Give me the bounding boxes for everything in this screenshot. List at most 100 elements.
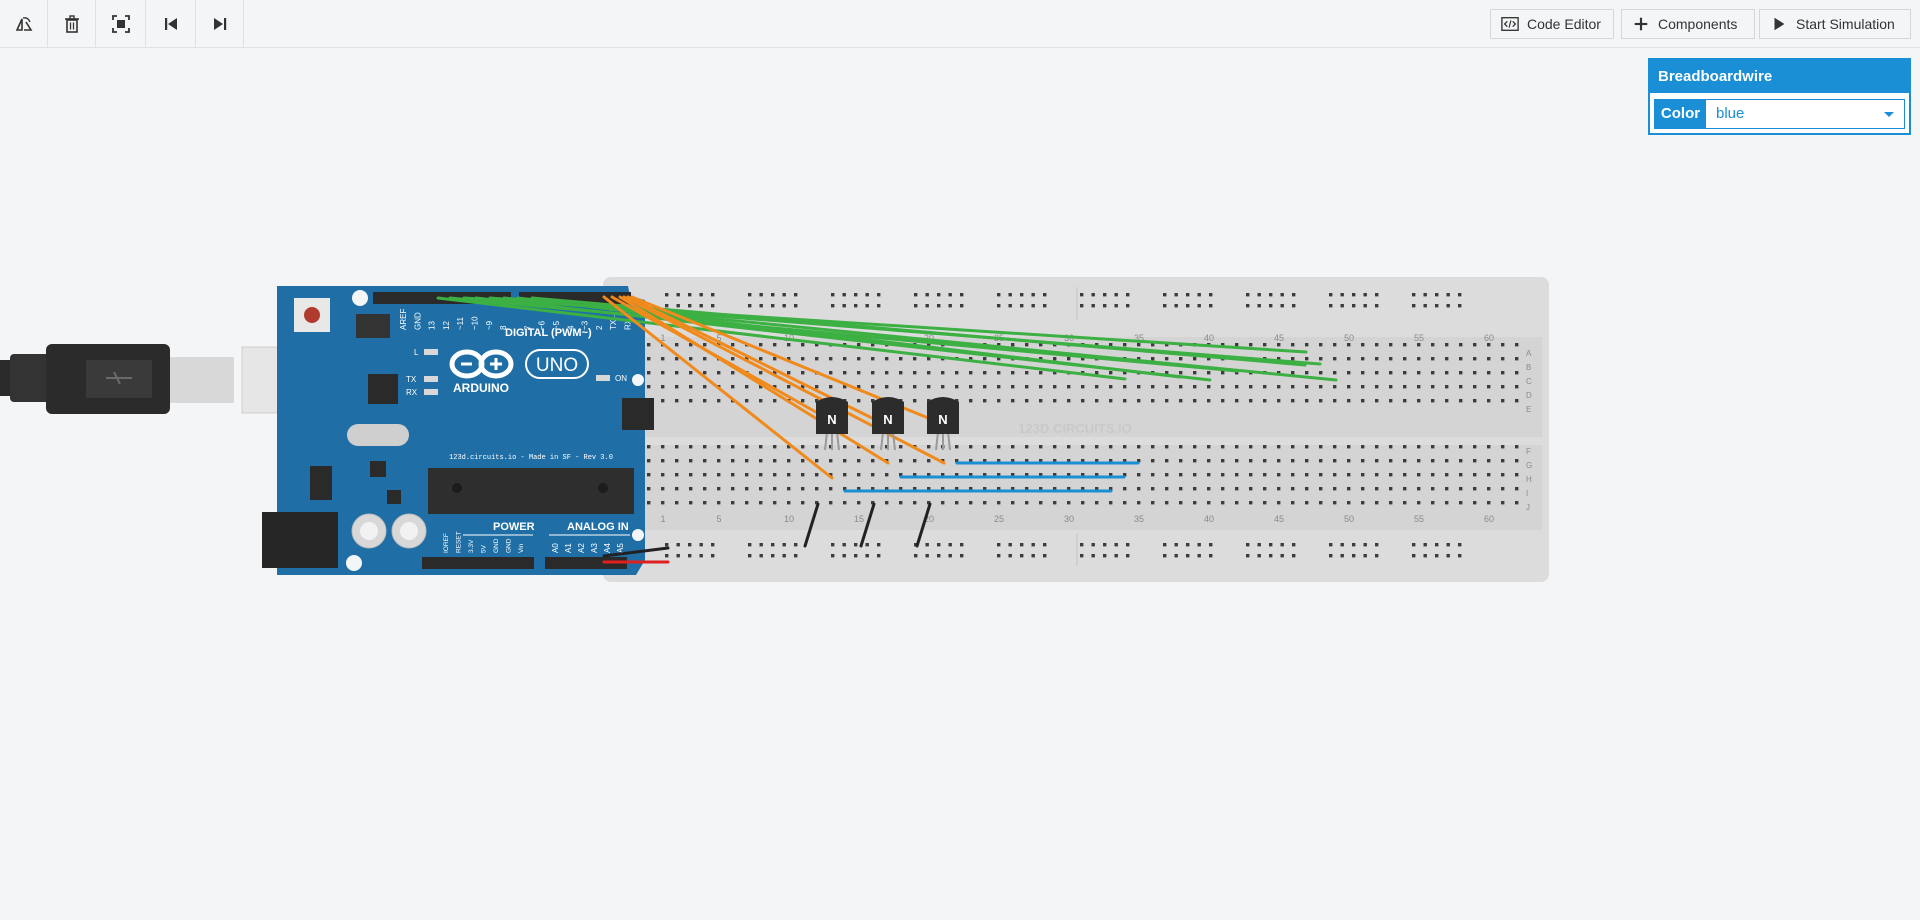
transistor-label: N xyxy=(938,412,947,427)
analog-pin-label: A1 xyxy=(564,543,573,553)
skip-back-icon xyxy=(164,18,177,30)
components-button[interactable]: Components xyxy=(1621,9,1755,39)
analog-pin-label: A0 xyxy=(551,543,560,553)
digital-pin-label: ~6 xyxy=(538,320,547,330)
column-number-top-20: 20 xyxy=(924,333,934,343)
digital-pin-label: ~3 xyxy=(581,320,590,330)
led-rx-label: RX xyxy=(406,388,418,397)
digital-pin-label: GND xyxy=(413,312,422,330)
row-letter-A: A xyxy=(1526,349,1532,358)
breadboard-wire[interactable] xyxy=(915,502,932,548)
column-number-bottom-15: 15 xyxy=(854,514,864,524)
components-label: Components xyxy=(1658,16,1738,32)
code-editor-icon xyxy=(1501,17,1519,31)
column-number-bottom-60: 60 xyxy=(1484,514,1494,524)
breadboard-wire[interactable] xyxy=(622,295,946,465)
digital-pin-label: ~10 xyxy=(471,316,480,330)
digital-pin-label: 2 xyxy=(595,325,604,330)
analog-pin-label: A5 xyxy=(616,543,625,553)
power-label: POWER xyxy=(493,521,535,533)
breadboard-wire[interactable] xyxy=(436,296,1127,381)
rotate-icon xyxy=(15,17,32,31)
breadboard-wire[interactable] xyxy=(516,296,1182,379)
row-letter-B: B xyxy=(1526,363,1531,372)
row-letter-E: E xyxy=(1526,405,1531,414)
on-label: ON xyxy=(615,374,627,383)
column-number-top-35: 35 xyxy=(1134,333,1144,343)
column-number-bottom-35: 35 xyxy=(1134,514,1144,524)
digital-pin-label: ~9 xyxy=(485,320,494,330)
undo-button[interactable] xyxy=(146,0,196,48)
digital-pin-label: 13 xyxy=(428,321,437,330)
breadboard-wire[interactable] xyxy=(859,502,876,548)
analog-in-label: ANALOG IN xyxy=(567,521,629,533)
column-number-bottom-45: 45 xyxy=(1274,514,1284,524)
column-number-bottom-20: 20 xyxy=(924,514,934,524)
digital-pin-label: 12 xyxy=(442,321,451,330)
column-number-top-50: 50 xyxy=(1344,333,1354,343)
row-letter-D: D xyxy=(1526,391,1532,400)
row-letter-C: C xyxy=(1526,377,1532,386)
row-letter-H: H xyxy=(1526,475,1532,484)
analog-pin-label: A2 xyxy=(577,543,586,553)
breadboard-wire[interactable] xyxy=(618,295,890,465)
color-row: Color blue xyxy=(1654,99,1905,129)
digital-pin-label: 4 xyxy=(566,325,575,330)
npn-transistor[interactable]: N xyxy=(927,397,959,451)
transistor-label: N xyxy=(883,412,892,427)
column-number-top-5: 5 xyxy=(716,333,721,343)
transistor-label: N xyxy=(827,412,836,427)
power-pin-label: 5V xyxy=(481,544,488,553)
breadboard-wire[interactable] xyxy=(602,295,834,480)
chevron-down-icon xyxy=(1884,112,1894,117)
column-number-bottom-40: 40 xyxy=(1204,514,1214,524)
toolbar: Code Editor Components Start Simulation xyxy=(0,0,1920,48)
fit-view-button[interactable] xyxy=(96,0,146,48)
power-pin-label: RESET xyxy=(456,531,463,553)
column-number-bottom-5: 5 xyxy=(716,514,721,524)
analog-pin-label: A3 xyxy=(590,543,599,553)
code-editor-label: Code Editor xyxy=(1527,16,1601,32)
npn-transistor[interactable]: N xyxy=(872,397,904,451)
column-number-bottom-55: 55 xyxy=(1414,514,1424,524)
blue-wires[interactable] xyxy=(843,461,1140,493)
black-wires[interactable] xyxy=(602,502,932,558)
board-footer-text: 123d.circuits.io - Made in SF - Rev 3.0 xyxy=(449,454,613,462)
led-l-label: L xyxy=(414,348,419,357)
row-letter-J: J xyxy=(1526,503,1530,512)
breadboard-wire[interactable] xyxy=(803,502,820,548)
breadboard-wire[interactable] xyxy=(602,546,670,558)
redo-button[interactable] xyxy=(196,0,244,48)
column-number-bottom-50: 50 xyxy=(1344,514,1354,524)
color-label: Color xyxy=(1655,100,1706,128)
delete-button[interactable] xyxy=(48,0,96,48)
power-pin-label: IOREF xyxy=(443,533,450,553)
npn-transistor[interactable]: N xyxy=(816,397,848,451)
start-simulation-label: Start Simulation xyxy=(1796,16,1895,32)
play-icon xyxy=(1774,17,1785,31)
column-number-bottom-30: 30 xyxy=(1064,514,1074,524)
color-select[interactable]: blue xyxy=(1706,100,1904,128)
rotate-button[interactable] xyxy=(0,0,48,48)
breadboard-watermark: 123D.CIRCUITS.IO xyxy=(1018,421,1131,436)
column-number-bottom-25: 25 xyxy=(994,514,1004,524)
digital-pwm-label: DIGITAL (PWM~) xyxy=(505,327,592,339)
digital-pin-label: AREF xyxy=(399,309,408,330)
start-simulation-button[interactable]: Start Simulation xyxy=(1759,9,1911,39)
power-pin-label: GND xyxy=(493,538,500,553)
code-editor-button[interactable]: Code Editor xyxy=(1490,9,1614,39)
digital-pin-label: ~5 xyxy=(552,320,561,330)
column-number-bottom-10: 10 xyxy=(784,514,794,524)
led-tx-label: TX xyxy=(406,375,417,384)
plus-icon xyxy=(1634,17,1648,31)
trash-icon xyxy=(64,15,79,33)
power-pin-label: 3.3V xyxy=(468,539,475,553)
arduino-logo xyxy=(449,349,589,379)
row-letter-F: F xyxy=(1526,447,1531,456)
